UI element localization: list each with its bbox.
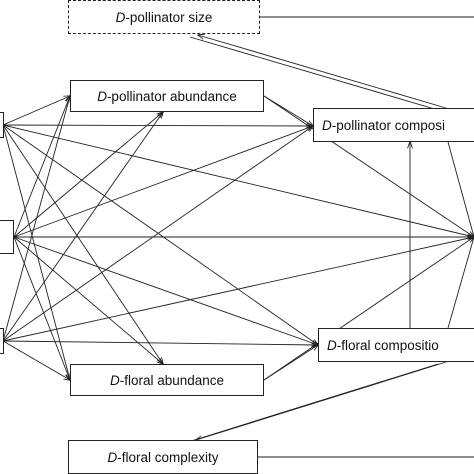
pollinator-composition-box: D-pollinator composi bbox=[313, 108, 474, 142]
left-predictor-box-bottom bbox=[0, 328, 4, 354]
pollinator-composition-prefix: D bbox=[322, 117, 332, 133]
floral-complexity-label: -floral complexity bbox=[117, 449, 219, 465]
left-predictor-box-top bbox=[0, 112, 4, 138]
floral-abundance-prefix: D bbox=[109, 372, 120, 388]
pollinator-abundance-label: -pollinator abundance bbox=[106, 88, 237, 104]
left-predictor-box-middle bbox=[0, 220, 14, 254]
pollinator-size-box: D-pollinator size bbox=[68, 0, 260, 34]
pollinator-size-prefix: D bbox=[115, 9, 126, 25]
pollinator-abundance-prefix: D bbox=[97, 88, 107, 104]
pollinator-size-label: -pollinator size bbox=[125, 9, 213, 25]
pollinator-composition-label: -pollinator composi bbox=[331, 117, 446, 133]
floral-complexity-prefix: D bbox=[107, 449, 118, 465]
floral-complexity-box: D-floral complexity bbox=[68, 440, 258, 474]
floral-abundance-label: -floral abundance bbox=[119, 372, 225, 388]
pollinator-abundance-box: D-pollinator abundance bbox=[70, 80, 264, 112]
floral-abundance-box: D-floral abundance bbox=[70, 364, 264, 396]
floral-composition-prefix: D bbox=[327, 337, 337, 353]
floral-composition-label: -floral compositio bbox=[336, 337, 439, 353]
floral-composition-box: D-floral compositio bbox=[318, 328, 474, 362]
